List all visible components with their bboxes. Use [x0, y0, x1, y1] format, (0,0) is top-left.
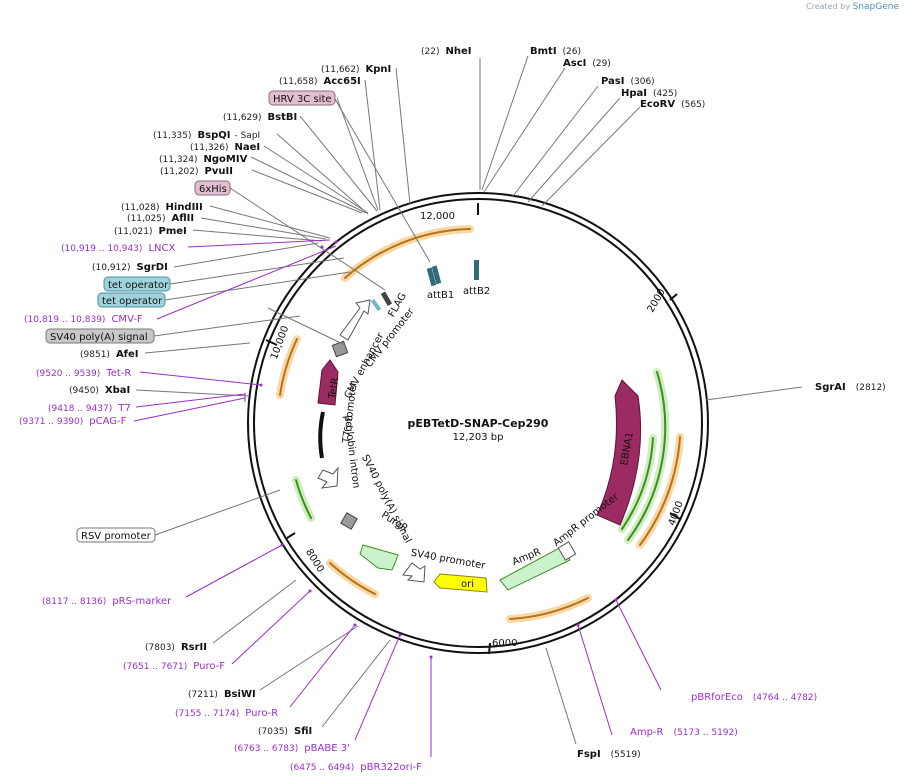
hrv3c-box: [268, 90, 336, 106]
hrv3c-label: HRV 3C site: [273, 94, 332, 105]
rsv-promoter-box: [76, 527, 156, 543]
primer-leader-lines: [133, 239, 662, 757]
ampr-feature: [499, 545, 571, 591]
site-naei: (11,326)NaeI: [190, 142, 260, 153]
primer-puro-r: (7155 .. 7174)Puro-R: [175, 708, 278, 719]
site-bstbi: (11,629)BstBI: [223, 112, 297, 123]
site-sgrai: SgrAI(2812): [815, 382, 886, 393]
site-afei: (9851)AfeI: [80, 349, 139, 360]
primer-labels: (10,919 .. 10,943)LNCX (10,819 .. 10,839…: [19, 243, 817, 773]
tetr-label: TetR: [327, 377, 342, 401]
orange-arc-bottom: [506, 594, 592, 623]
site-leader-lines: [135, 55, 803, 745]
flag-marker: [380, 291, 393, 307]
site-sfii: (7035)SfiI: [258, 726, 312, 737]
primer-puro-f: (7651 .. 7671)Puro-F: [123, 661, 225, 672]
site-nhei: (22)NheI: [421, 46, 471, 57]
t7-rsv-open-arrow: [317, 466, 339, 489]
snapgene-brand: SnapGene: [852, 2, 899, 12]
feature-leader-lines: [153, 98, 431, 536]
site-fspi: FspI(5519): [577, 749, 641, 760]
site-pasi: PasI(306): [601, 76, 655, 87]
site-ecorv: EcoRV(565): [640, 99, 705, 110]
site-acc65i: (11,658)Acc65I: [279, 76, 361, 87]
plasmid-length: 12,203 bp: [453, 432, 504, 443]
attb1-marker-2: [431, 265, 442, 285]
ori-feature: [433, 573, 488, 593]
primer-lncx: (10,919 .. 10,943)LNCX: [61, 243, 175, 254]
tetr-feature: [317, 359, 339, 406]
tick-marks: [265, 203, 681, 655]
site-xbai: (9450)XbaI: [69, 385, 130, 396]
ori-label: ori: [461, 579, 474, 590]
attb1-label: attB1: [427, 290, 454, 301]
plasmid-name: pEBTetD-SNAP-Cep290: [408, 417, 549, 430]
primer-pbrforeco: pBRforEco(4764 .. 4782): [691, 692, 817, 703]
boxed-feature-labels: HRV 3C site 6xHis tet operator tet opera…: [45, 90, 336, 543]
site-bmti: BmtI(26): [530, 46, 581, 57]
tet-operator-label-2: tet operator: [102, 296, 163, 307]
orange-arc-top: [341, 225, 474, 282]
feature-arcs: [276, 225, 684, 623]
site-ngomiv: (11,324)NgoMIV: [159, 154, 248, 165]
primer-site-markers: [259, 240, 618, 659]
sv40-polya-box-top: [331, 340, 349, 358]
site-hindiii: (11,028)HindIII: [121, 202, 203, 213]
beta-globin-bar: [318, 411, 325, 459]
attb2-label: attB2: [463, 286, 490, 297]
tet-operator-marker: [370, 298, 382, 312]
sv40-polya-box-label: SV40 poly(A) signal: [50, 332, 148, 343]
sv40-promoter-arrow: [402, 562, 426, 583]
cmv-promoter-arrow: [339, 299, 371, 341]
site-rsrii: (7803)RsrII: [145, 642, 207, 653]
primer-pcag-f: (9371 .. 9390)pCAG-F: [19, 416, 127, 427]
primer-amp-r: Amp-R(5173 .. 5192): [630, 727, 738, 738]
6xhis-box: [194, 180, 231, 196]
tick-label-12000: 12,000: [420, 211, 455, 222]
6xhis-label: 6xHis: [199, 184, 227, 195]
site-kpni: (11,662)KpnI: [321, 64, 391, 75]
tet-operator-box-1: [103, 276, 171, 292]
site-hpai: HpaI(425): [621, 88, 677, 99]
backbone-inner-ring: [253, 198, 703, 648]
attb1-marker: [426, 267, 437, 287]
puror-feature: [359, 544, 399, 571]
ebna1-feature: [596, 379, 642, 526]
ampr-promoter-box: [557, 541, 577, 561]
site-asci: AscI(29): [563, 58, 611, 69]
sv40-polya-box: [45, 328, 155, 344]
sv40-polya-box-bottom: [340, 512, 358, 530]
tet-operator-box-2: [97, 292, 166, 308]
primer-prs-marker: (8117 .. 8136)pRS-marker: [42, 596, 172, 607]
site-bspqi: (11,335)BspQI- SapI: [153, 130, 260, 141]
site-pmei: (11,021)PmeI: [114, 226, 187, 237]
site-labels: (22)NheI BmtI(26) AscI(29) PasI(306) Hpa…: [69, 46, 886, 760]
beta-globin-label: β-globin intron: [342, 415, 362, 489]
primer-cmv-f: (10,819 .. 10,839)CMV-F: [24, 314, 143, 325]
snapgene-credit: Created by SnapGene: [806, 2, 899, 12]
attb2-marker: [474, 260, 479, 280]
primer-pbabe-3: (6763 .. 6783)pBABE 3': [234, 743, 350, 754]
site-aflii: (11,025)AflII: [127, 213, 194, 224]
tick-label-6000: 6000: [492, 638, 517, 649]
site-bsiwi: (7211)BsiWI: [188, 689, 256, 700]
primer-t7: (9418 .. 9437)T7: [48, 403, 131, 414]
tet-operator-label-1: tet operator: [108, 280, 169, 291]
rsv-promoter-label: RSV promoter: [81, 531, 152, 542]
primer-pbr322ori-f: (6475 .. 6494)pBR322ori-F: [290, 762, 422, 773]
site-pvuii: (11,202)PvuII: [160, 166, 233, 177]
backbone-outer-ring: [247, 192, 709, 654]
tick-label-8000: 8000: [303, 547, 326, 574]
primer-tet-r: (9520 .. 9539)Tet-R: [36, 368, 131, 379]
site-sgrdi: (10,912)SgrDI: [92, 262, 168, 273]
